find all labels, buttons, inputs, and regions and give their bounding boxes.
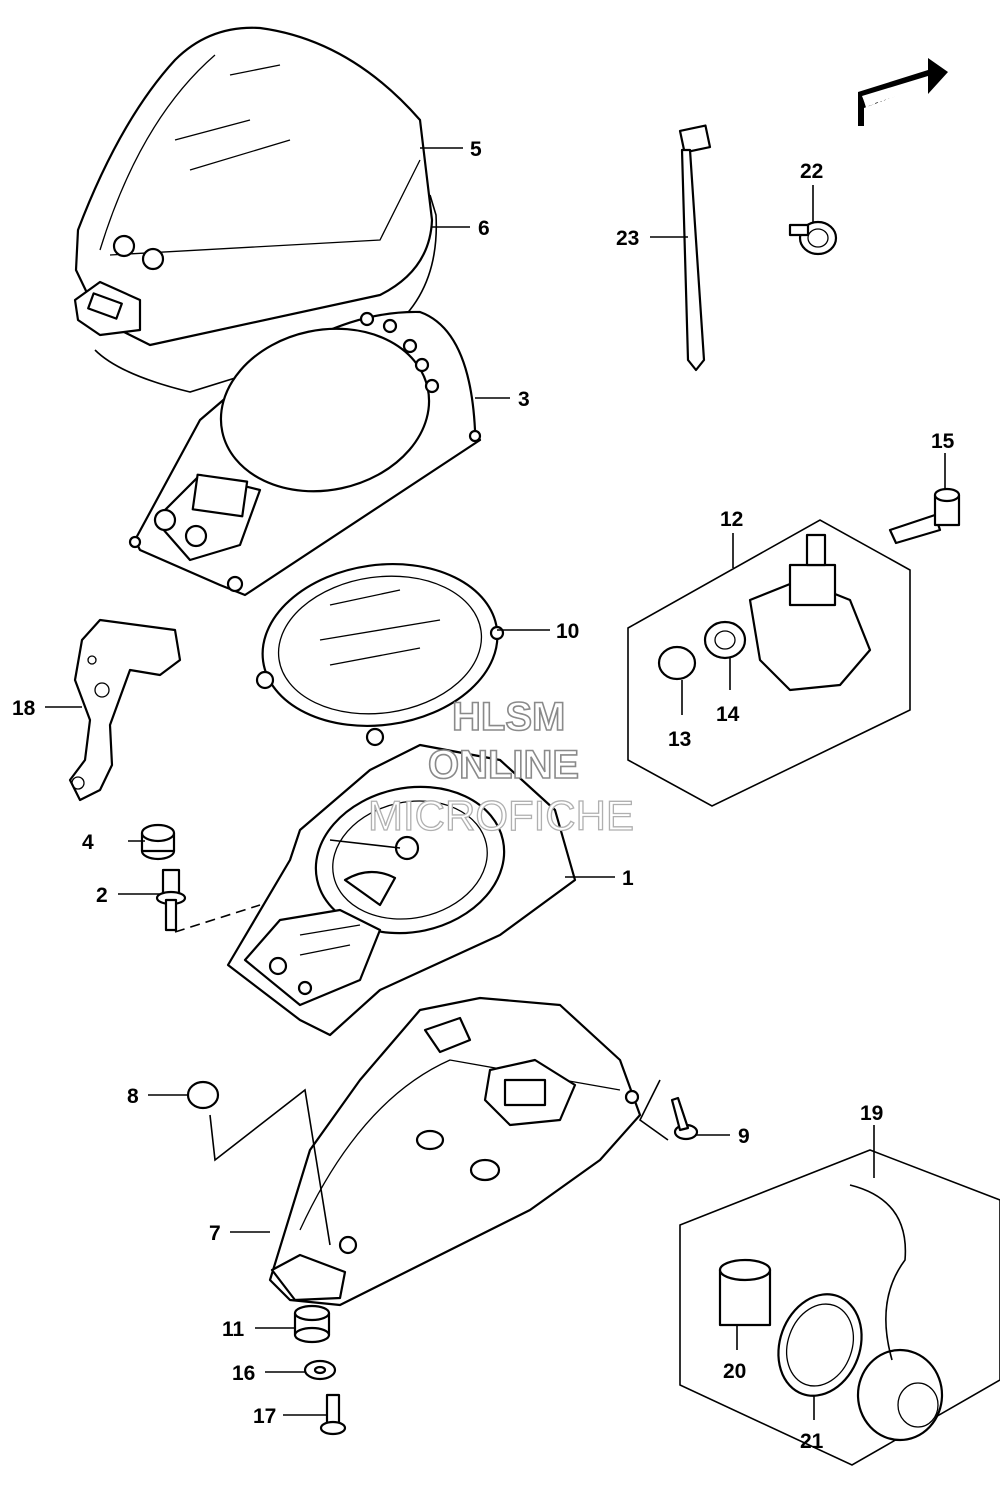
part-23-cable-tie (678, 124, 712, 372)
watermark-line-1: HLSM (452, 695, 565, 739)
part-2-pin (155, 868, 261, 933)
callout-4: 4 (82, 831, 94, 854)
callout-3: 3 (518, 388, 530, 411)
callout-18: 18 (12, 697, 36, 720)
part-15-bolt (888, 487, 961, 545)
kit-19-bulb-socket (679, 1149, 1000, 1466)
part-10-lens-ring (255, 562, 505, 747)
fwd-arrow-icon: FWD (858, 58, 948, 126)
callout-8: 8 (127, 1085, 139, 1108)
callout-13: 13 (668, 728, 691, 751)
part-1-speedometer-assembly (226, 743, 577, 1037)
callout-17: 17 (253, 1405, 276, 1428)
callout-5: 5 (470, 138, 482, 161)
watermark: HLSM ONLINE MICROFICHE (367, 694, 634, 839)
part-18-bracket (68, 618, 182, 802)
watermark-line-2: ONLINE (428, 743, 579, 787)
part-22-clamp (788, 220, 838, 256)
callout-6: 6 (478, 217, 490, 240)
callout-20: 20 (723, 1360, 746, 1383)
part-3-bezel (128, 310, 482, 597)
callout-21: 21 (800, 1430, 824, 1453)
callout-16: 16 (232, 1362, 255, 1385)
callout-11: 11 (222, 1318, 245, 1341)
callout-2: 2 (96, 884, 108, 907)
callout-9: 9 (738, 1125, 750, 1148)
part-9-screw (670, 1096, 699, 1141)
part-8-plug (186, 1080, 220, 1110)
callout-12: 12 (720, 508, 743, 531)
callout-7: 7 (209, 1222, 221, 1245)
callout-14: 14 (716, 703, 740, 726)
part-17-screw (319, 1393, 347, 1436)
part-4-grommet (140, 823, 176, 861)
part-16-washer (303, 1359, 337, 1381)
callout-19: 19 (860, 1102, 883, 1125)
part-5-meter-cover (73, 26, 434, 347)
callout-22: 22 (800, 160, 823, 183)
callout-1: 1 (622, 867, 634, 890)
leader-lines (45, 147, 946, 1420)
callout-15: 15 (931, 430, 955, 453)
watermark-line-3: MICROFICHE (368, 792, 634, 839)
part-7-lower-case (268, 996, 642, 1307)
callout-23: 23 (616, 227, 639, 250)
callout-10: 10 (556, 620, 579, 643)
fwd-label: FWD (861, 82, 911, 116)
kit-12-socket-assembly (627, 519, 911, 807)
part-11-grommet (293, 1304, 331, 1344)
callout-labels: 1 2 3 4 5 6 7 8 9 10 11 12 13 14 15 16 1… (12, 138, 955, 1453)
